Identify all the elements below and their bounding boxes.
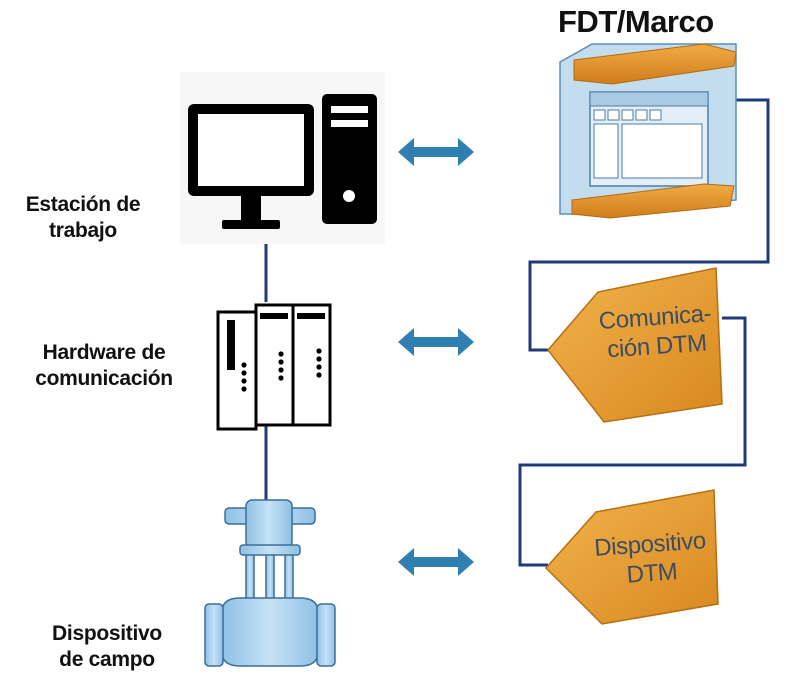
pc-tower-icon — [322, 94, 377, 224]
communication-hardware-icon — [216, 303, 332, 431]
dtm-connector-lines — [518, 98, 770, 567]
workstation-label: Estación de trabajo — [8, 192, 158, 244]
field-device-label: Dispositivo de campo — [22, 621, 192, 673]
device-dtm-label: Dispositivo DTM — [574, 525, 728, 593]
field-device-label-line: de campo — [59, 648, 155, 671]
device-dtm-shape — [544, 489, 719, 625]
communication-dtm-shape — [547, 267, 723, 423]
control-valve-icon — [204, 499, 336, 667]
double-arrow-icon — [398, 138, 474, 166]
communication-dtm-label: Comunica- ción DTM — [582, 298, 730, 366]
workstation-icon — [180, 72, 385, 244]
communication-hardware-label-line: comunicación — [35, 367, 173, 390]
field-device-label-line: Dispositivo — [52, 622, 162, 645]
fdt-frame-title: FDT/Marco — [558, 4, 714, 39]
communication-hardware-label-line: Hardware de — [42, 341, 166, 364]
workstation-label-line: trabajo — [49, 219, 117, 242]
double-arrow-icon — [398, 548, 474, 576]
computer-monitor-icon — [188, 104, 314, 229]
double-arrow-icon — [398, 328, 474, 356]
fdt-frame-icon — [559, 43, 737, 219]
communication-hardware-label: Hardware de comunicación — [14, 340, 194, 392]
workstation-label-line: Estación de — [25, 193, 141, 216]
